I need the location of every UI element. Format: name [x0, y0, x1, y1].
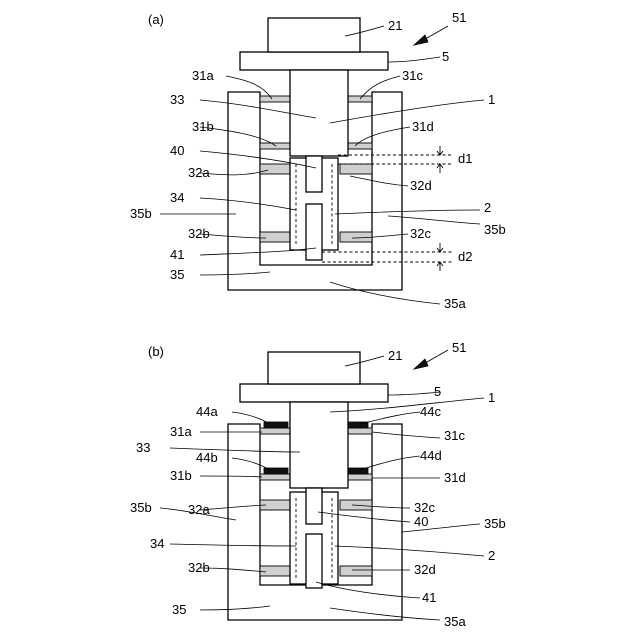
label-41: 41: [170, 247, 184, 262]
label-34: 34: [150, 536, 164, 551]
pin-40: [306, 156, 322, 192]
label-35: 35: [170, 267, 184, 282]
panel-b: (b) 21 51 5 1: [130, 340, 506, 629]
ring-32d: [340, 164, 372, 174]
label-21: 21: [388, 348, 402, 363]
ring-31d: [348, 474, 372, 480]
label-2: 2: [488, 548, 495, 563]
label-31d: 31d: [444, 470, 466, 485]
ring-31b: [260, 143, 290, 149]
assembly-51-arrowhead: [414, 35, 428, 45]
panel-b-caption: (b): [148, 344, 164, 359]
label-32c: 32c: [414, 500, 435, 515]
panel-a: (a) 21 51 5: [130, 10, 506, 311]
ring-32a: [260, 164, 290, 174]
pin-41: [306, 204, 322, 260]
ring-31c: [348, 428, 372, 434]
label-32c: 32c: [410, 226, 431, 241]
label-d1: d1: [458, 151, 472, 166]
assembly-51-arrowhead: [414, 359, 428, 369]
label-2: 2: [484, 200, 491, 215]
label-35b-left: 35b: [130, 500, 152, 515]
label-44c: 44c: [420, 404, 441, 419]
label-35a: 35a: [444, 296, 466, 311]
shaft-1: [290, 402, 348, 488]
flange-5: [240, 384, 388, 402]
label-32d: 32d: [414, 562, 436, 577]
label-51: 51: [452, 340, 466, 355]
d2-arrows: [437, 243, 443, 271]
label-32b: 32b: [188, 226, 210, 241]
panel-a-caption: (a): [148, 12, 164, 27]
flange-5: [240, 52, 388, 70]
label-31d: 31d: [412, 119, 434, 134]
ring-31b: [260, 474, 290, 480]
ring-32d: [340, 566, 372, 576]
label-51: 51: [452, 10, 466, 25]
label-32d: 32d: [410, 178, 432, 193]
ring-31d: [348, 143, 372, 149]
label-35: 35: [172, 602, 186, 617]
label-31b: 31b: [192, 119, 214, 134]
pin-40: [306, 488, 322, 524]
shaft-1: [290, 70, 348, 156]
label-44d: 44d: [420, 448, 442, 463]
label-5: 5: [442, 49, 449, 64]
ring-32b: [260, 232, 290, 242]
label-1: 1: [488, 92, 495, 107]
label-44a: 44a: [196, 404, 218, 419]
label-31a: 31a: [170, 424, 192, 439]
ring-31a: [260, 428, 290, 434]
label-32a: 32a: [188, 502, 210, 517]
label-44b: 44b: [196, 450, 218, 465]
label-35b-left: 35b: [130, 206, 152, 221]
label-35b-right: 35b: [484, 516, 506, 531]
ring-32c: [340, 232, 372, 242]
label-33: 33: [136, 440, 150, 455]
label-34: 34: [170, 190, 184, 205]
component-21: [268, 18, 360, 52]
label-40: 40: [414, 514, 428, 529]
label-32b: 32b: [188, 560, 210, 575]
component-21: [268, 352, 360, 384]
label-d2: d2: [458, 249, 472, 264]
label-1: 1: [488, 390, 495, 405]
label-40: 40: [170, 143, 184, 158]
label-33: 33: [170, 92, 184, 107]
label-35a: 35a: [444, 614, 466, 629]
label-31a: 31a: [192, 68, 214, 83]
d1-arrows: [437, 146, 443, 173]
label-32a: 32a: [188, 165, 210, 180]
label-31c: 31c: [402, 68, 423, 83]
ring-32b: [260, 566, 290, 576]
label-5: 5: [434, 384, 441, 399]
label-21: 21: [388, 18, 402, 33]
label-31b: 31b: [170, 468, 192, 483]
label-41: 41: [422, 590, 436, 605]
ring-31a: [260, 96, 290, 102]
label-35b-right: 35b: [484, 222, 506, 237]
pin-41: [306, 534, 322, 588]
label-31c: 31c: [444, 428, 465, 443]
